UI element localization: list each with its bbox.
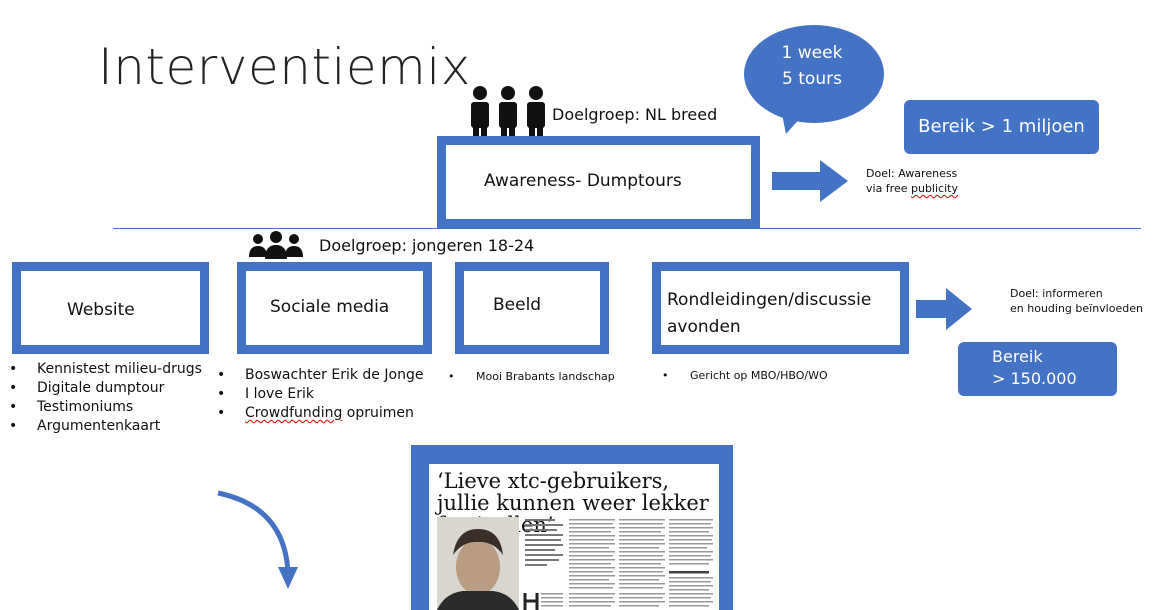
section-divider: [113, 228, 1141, 229]
doel-awareness-publicity: publicity: [911, 182, 958, 195]
rondleidingen-box: Rondleidingen/discussie avonden: [652, 262, 909, 354]
doel-awareness-via: via free: [866, 182, 911, 195]
beeld-box: Beeld: [455, 262, 609, 354]
sociale-media-label: Sociale media: [270, 297, 390, 317]
doelgroep-jongeren: Doelgroep: jongeren 18-24: [319, 236, 535, 255]
doel-awareness-text: Doel: Awareness via free publicity: [866, 166, 958, 196]
speech-bubble: [744, 25, 884, 134]
people-group-small-icon: [249, 231, 303, 259]
intro-text-lines: [525, 519, 563, 566]
doel-awareness-line-1: Doel: Awareness: [866, 167, 958, 180]
website-label: Website: [67, 300, 135, 320]
list-item: Testimoniums: [9, 398, 224, 417]
website-box: Website: [12, 262, 209, 354]
bereik-150000-line-2: > 150.000: [992, 369, 1077, 388]
drop-cap: [523, 593, 539, 610]
doel-informeren-line-1: Doel: informeren: [1010, 287, 1103, 300]
slide-title: Interventiemix: [98, 38, 471, 96]
newspaper-body: [437, 517, 713, 610]
bubble-line-2: 5 tours: [782, 69, 842, 89]
awareness-dumptours-label: Awareness- Dumptours: [484, 171, 682, 191]
doelgroep-nl-breed: Doelgroep: NL breed: [552, 105, 718, 124]
curved-arrow-icon: [217, 490, 298, 589]
speech-bubble-shape: [744, 25, 884, 123]
list-item: Crowdfunding opruimen: [217, 404, 442, 423]
opruimen-word: opruimen: [342, 405, 414, 421]
beeld-bullet-list: Mooi Brabants landschap: [448, 367, 648, 386]
column-text-lines: [541, 519, 713, 607]
bubble-line-1: 1 week: [781, 43, 843, 63]
beeld-label: Beeld: [493, 295, 542, 315]
arrow-right-icon: [916, 288, 972, 330]
speech-bubble-text: 1 week 5 tours: [742, 40, 882, 92]
list-item: Mooi Brabants landschap: [448, 367, 648, 386]
crowdfunding-word: Crowdfunding: [245, 405, 343, 421]
bereik-miljoen-box: Bereik > 1 miljoen: [904, 100, 1099, 154]
awareness-dumptours-box: Awareness- Dumptours: [437, 136, 760, 228]
bereik-150000-line-1: Bereik: [992, 347, 1043, 366]
rondleidingen-label: Rondleidingen/discussie avonden: [667, 290, 872, 337]
list-item: Gericht op MBO/HBO/WO: [662, 366, 882, 385]
rondleidingen-bullet-list: Gericht op MBO/HBO/WO: [662, 366, 882, 385]
sociale-media-bullet-list: Boswachter Erik de Jonge I love Erik Cro…: [217, 366, 442, 423]
list-item: Digitale dumptour: [9, 379, 224, 398]
speech-bubble-tail: [780, 104, 802, 134]
doel-informeren-text: Doel: informeren en houding beïnvloeden: [1010, 286, 1143, 316]
sociale-media-box: Sociale media: [237, 262, 432, 354]
list-item: I love Erik: [217, 385, 442, 404]
portrait-photo: [437, 517, 519, 610]
arrow-right-icon: [772, 160, 848, 202]
list-item: Argumentenkaart: [9, 417, 224, 436]
list-item: Boswachter Erik de Jonge: [217, 366, 442, 385]
website-bullet-list: Kennistest milieu-drugs Digitale dumptou…: [9, 360, 224, 436]
list-item: Kennistest milieu-drugs: [9, 360, 224, 379]
doel-awareness-line-2: via free publicity: [866, 181, 958, 196]
doel-informeren-line-2: en houding beïnvloeden: [1010, 302, 1143, 315]
bereik-150000-box: Bereik > 150.000: [958, 342, 1117, 396]
